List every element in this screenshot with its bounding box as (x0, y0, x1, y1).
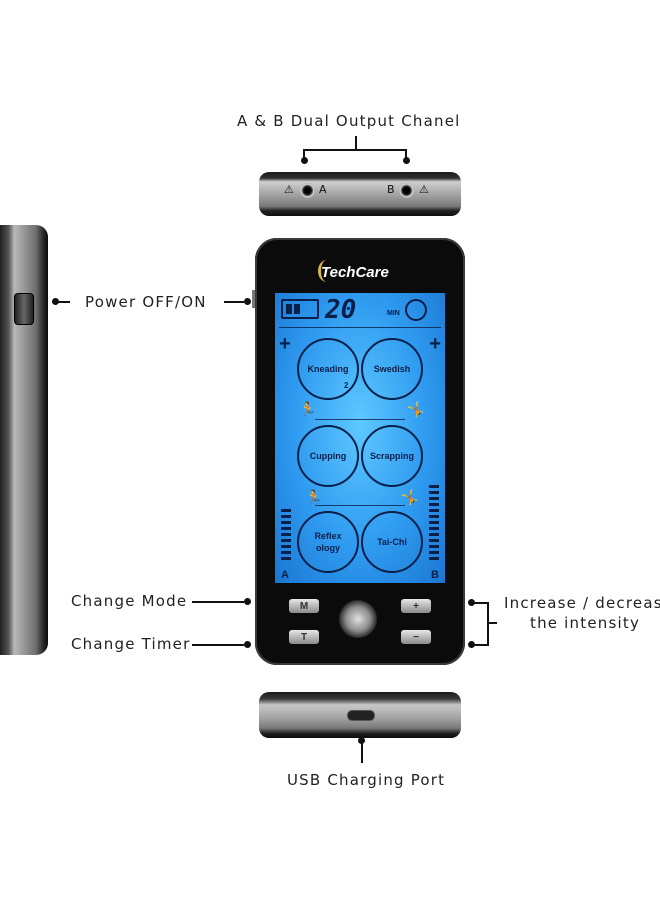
timer-button[interactable]: T (289, 630, 319, 644)
mode-cupping: Cupping (297, 425, 359, 487)
mode-number: 2 (344, 381, 349, 390)
intensity-bar-a (281, 551, 291, 554)
device-top-view: ⚠ A B ⚠ (259, 172, 461, 216)
pointer-dot (403, 157, 410, 164)
mode-button[interactable]: M (289, 599, 319, 613)
intensity-bar-b (429, 527, 439, 530)
intensity-bar-b (429, 551, 439, 554)
dual-output-connector (355, 136, 357, 150)
brand-name: TechCare (321, 264, 389, 281)
dual-output-bracket-right (405, 149, 407, 159)
intensity-bar-b (429, 557, 439, 560)
pointer-dot (301, 157, 308, 164)
intensity-plus-b: + (429, 333, 441, 355)
intensity-bar-b (429, 515, 439, 518)
channel-b-label: B (431, 569, 439, 581)
figure-icon: 🏃 (305, 489, 323, 505)
clock-icon (405, 299, 427, 321)
intensity-bar-a (281, 515, 291, 518)
increase-intensity-button[interactable]: + (401, 599, 431, 613)
intensity-plus-a: + (279, 333, 291, 355)
channel-a-label: A (281, 569, 289, 581)
intensity-bar-a (281, 539, 291, 542)
intensity-bar-b (429, 491, 439, 494)
intensity-bar-b (429, 545, 439, 548)
figure-icon: 🏃 (299, 401, 317, 417)
pointer-dot (468, 599, 475, 606)
divider (315, 419, 405, 420)
pointer-dot (244, 598, 251, 605)
intensity-bar-b (429, 533, 439, 536)
intensity-bar-a (281, 509, 291, 512)
mode-swedish: Swedish (361, 338, 423, 400)
mode-kneading: Kneading 2 (297, 338, 359, 400)
warning-icon: ⚠ (284, 183, 294, 196)
pointer-dot (358, 737, 365, 744)
intensity-bar-b (429, 509, 439, 512)
power-connector-right (224, 301, 244, 303)
intensity-bar-b (429, 503, 439, 506)
brand-logo-icon (318, 260, 335, 282)
intensity-label-line2: the intensity (530, 614, 641, 632)
intensity-bar-a (281, 557, 291, 560)
timer-display: 20 (325, 295, 357, 325)
power-button-nub[interactable] (252, 290, 255, 308)
intensity-bracket-bottom (474, 644, 488, 646)
channel-b-jack-label: B (387, 183, 395, 196)
intensity-bar-b (429, 497, 439, 500)
intensity-bar-a (281, 545, 291, 548)
intensity-bracket-vertical (487, 602, 489, 646)
figure-icon: 🤸 (401, 489, 419, 505)
intensity-bracket-stem (487, 622, 497, 624)
dual-output-bracket-left (303, 149, 305, 159)
intensity-bar-a (281, 533, 291, 536)
warning-icon: ⚠ (419, 183, 429, 196)
channel-b-jack[interactable] (399, 183, 414, 198)
device-side-view (0, 225, 48, 655)
usb-label: USB Charging Port (287, 771, 446, 789)
device-bottom-view (259, 692, 461, 738)
tens-device: TechCare 20 MIN + + Kneading 2 Swedish 🏃… (255, 238, 465, 665)
dual-output-bracket (303, 149, 407, 151)
intensity-label-line1: Increase / decrease (504, 594, 660, 612)
usb-port[interactable] (347, 710, 375, 721)
center-power-button[interactable] (339, 600, 377, 638)
change-mode-connector (192, 601, 244, 603)
power-connector-left (56, 301, 70, 303)
intensity-bar-b (429, 485, 439, 488)
pointer-dot (468, 641, 475, 648)
channel-a-jack[interactable] (300, 183, 315, 198)
mode-tai-chi: Tai-Chi (361, 511, 423, 573)
intensity-bar-b (429, 539, 439, 542)
power-switch[interactable] (14, 293, 34, 325)
change-mode-label: Change Mode (71, 592, 188, 610)
intensity-bar-a (281, 527, 291, 530)
usb-connector (361, 741, 363, 763)
change-timer-label: Change Timer (71, 635, 191, 653)
mode-scrapping: Scrapping (361, 425, 423, 487)
dual-output-label: A & B Dual Output Chanel (237, 112, 461, 130)
intensity-bracket-top (474, 602, 488, 604)
decrease-intensity-button[interactable]: − (401, 630, 431, 644)
intensity-bar-a (281, 521, 291, 524)
lcd-screen: 20 MIN + + Kneading 2 Swedish 🏃 🤸 Cuppin… (275, 293, 445, 583)
pointer-dot (244, 641, 251, 648)
figure-icon: 🤸 (407, 401, 425, 417)
pointer-dot (52, 298, 59, 305)
timer-unit: MIN (387, 310, 400, 317)
intensity-bar-b (429, 521, 439, 524)
pointer-dot (244, 298, 251, 305)
power-label: Power OFF/ON (85, 293, 207, 311)
change-timer-connector (192, 644, 244, 646)
battery-icon (281, 299, 319, 319)
divider (279, 327, 441, 328)
channel-a-jack-label: A (319, 183, 327, 196)
divider (315, 505, 405, 506)
